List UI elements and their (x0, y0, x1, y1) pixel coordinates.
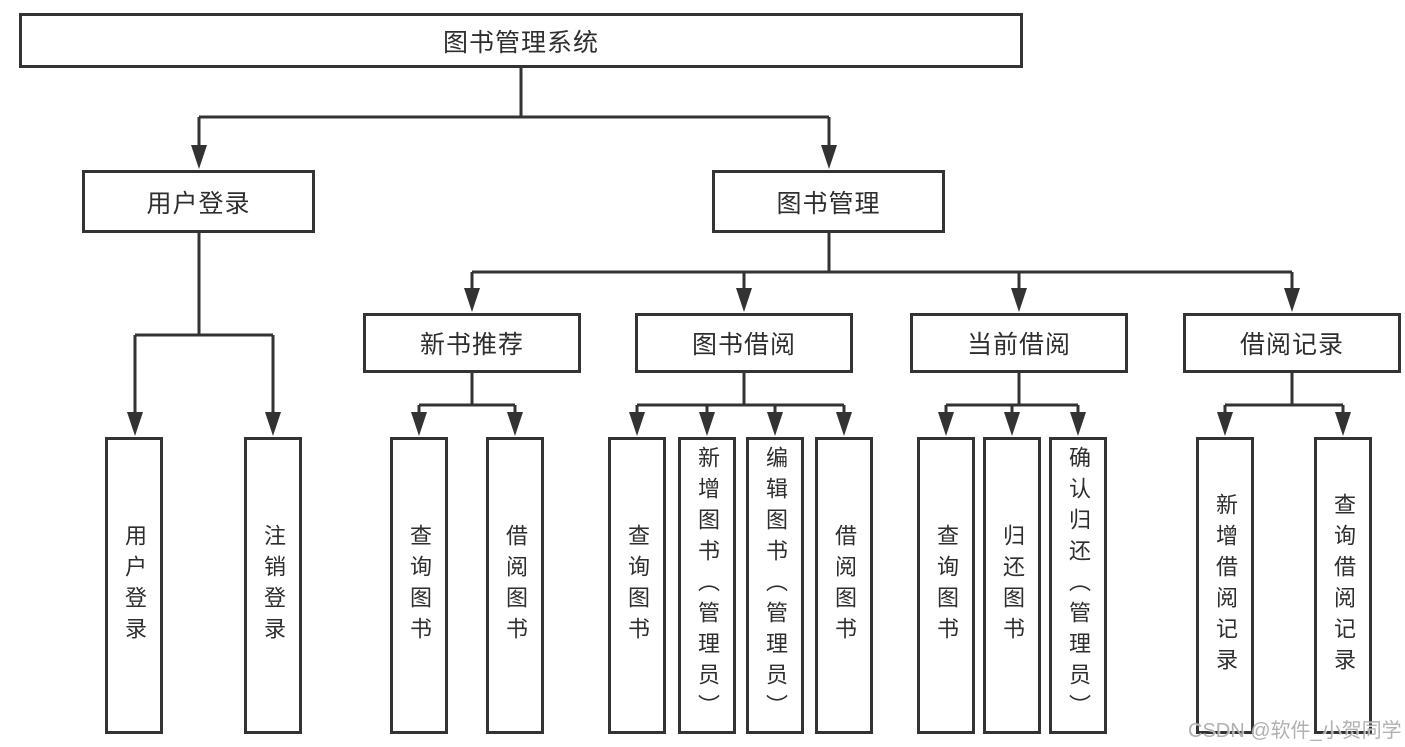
node-label: 新书推荐 (419, 331, 524, 359)
node-label: 图书管理系统 (442, 28, 599, 57)
node-label: 注销登录 (261, 523, 286, 648)
node-label: 查询图书 (407, 523, 432, 648)
node-borrowing-records: 借阅记录 (1183, 313, 1401, 373)
node-book-management: 图书管理 (712, 170, 945, 233)
node-label: 查询图书 (625, 523, 650, 648)
node-label: 新增图书（管理员） (695, 446, 720, 725)
node-label: 借阅图书 (832, 523, 857, 648)
leaf-add-books-admin: 新增图书（管理员） (678, 437, 736, 734)
leaf-user-login: 用户登录 (105, 437, 163, 734)
node-user-login: 用户登录 (82, 170, 315, 233)
node-label: 确认归还（管理员） (1066, 446, 1091, 725)
leaf-edit-books-admin: 编辑图书（管理员） (746, 437, 804, 734)
node-new-book-recommend: 新书推荐 (363, 313, 581, 373)
leaf-confirm-return-admin: 确认归还（管理员） (1049, 437, 1107, 734)
node-label: 编辑图书（管理员） (763, 446, 788, 725)
node-root-library-system: 图书管理系统 (19, 13, 1023, 68)
node-label: 图书管理 (776, 189, 881, 218)
leaf-query-books-borrowing: 查询图书 (608, 437, 666, 734)
leaf-borrow-books-borrowing: 借阅图书 (815, 437, 873, 734)
leaf-logout-login: 注销登录 (244, 437, 302, 734)
leaf-borrow-books-recommend: 借阅图书 (486, 437, 544, 734)
node-current-borrowing: 当前借阅 (910, 313, 1128, 373)
node-book-borrowing: 图书借阅 (635, 313, 853, 373)
node-label: 当前借阅 (966, 331, 1071, 359)
node-label: 图书借阅 (691, 331, 796, 359)
watermark-text: CSDN @软件_小贺同学 (1188, 720, 1402, 742)
node-label: 新增借阅记录 (1213, 492, 1238, 679)
node-label: 查询借阅记录 (1331, 492, 1356, 679)
leaf-add-borrow-record: 新增借阅记录 (1196, 437, 1254, 734)
leaf-query-books-recommend: 查询图书 (390, 437, 448, 734)
leaf-return-books: 归还图书 (983, 437, 1041, 734)
node-label: 用户登录 (122, 523, 147, 648)
node-label: 用户登录 (146, 189, 251, 218)
node-label: 查询图书 (934, 523, 959, 648)
leaf-query-borrow-record: 查询借阅记录 (1314, 437, 1372, 734)
leaf-query-books-current: 查询图书 (917, 437, 975, 734)
node-label: 借阅记录 (1239, 331, 1344, 359)
node-label: 归还图书 (1000, 523, 1025, 648)
node-label: 借阅图书 (503, 523, 528, 648)
